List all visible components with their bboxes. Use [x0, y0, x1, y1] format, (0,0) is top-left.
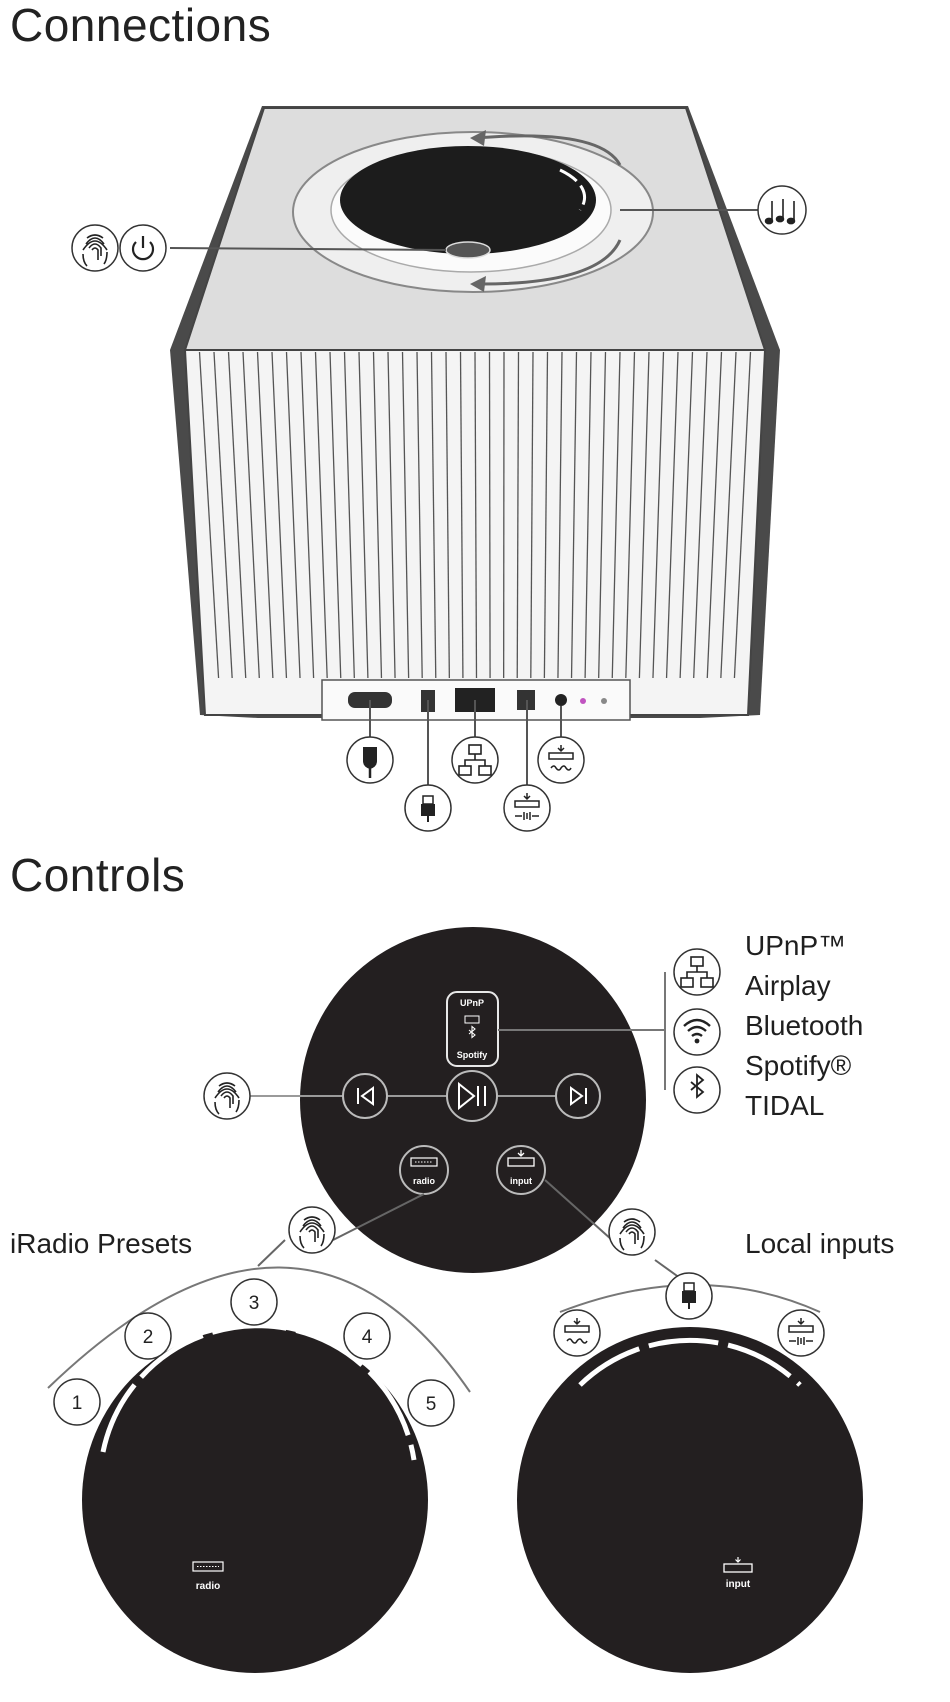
preset-2-label: 2	[143, 1327, 154, 1348]
source-spotify-text: Spotify	[457, 1050, 488, 1060]
local-analog-button[interactable]	[553, 1309, 601, 1357]
bluetooth-source-icon	[673, 1066, 721, 1114]
input-button-label: input	[510, 1176, 532, 1186]
speaker-illustration	[170, 106, 780, 721]
preset-3-button[interactable]: 3	[230, 1278, 278, 1326]
radio-button[interactable]: radio	[399, 1145, 449, 1195]
radio-dial-label: radio	[196, 1581, 220, 1592]
source-upnp-text: UPnP	[460, 998, 484, 1008]
network-source-icon	[673, 948, 721, 996]
controls-heading: Controls	[10, 849, 186, 901]
network-icon	[451, 736, 499, 784]
airplay-icon	[464, 1015, 480, 1024]
preset-5-button[interactable]: 5	[407, 1379, 455, 1427]
preset-4-button[interactable]: 4	[343, 1312, 391, 1360]
preset-1-label: 1	[72, 1393, 83, 1414]
play-pause-button[interactable]	[446, 1070, 498, 1122]
radio-fingerprint-icon	[288, 1206, 336, 1254]
bluetooth-icon	[468, 1025, 476, 1039]
radio-button-label: radio	[413, 1176, 436, 1186]
service-spotify: Spotify®	[745, 1050, 852, 1081]
preset-1-button[interactable]: 1	[53, 1378, 101, 1426]
service-bluetooth: Bluetooth	[745, 1010, 864, 1041]
input-dial: input	[517, 1327, 863, 1673]
next-button[interactable]	[555, 1073, 601, 1119]
optical-input-icon	[503, 784, 551, 832]
radio-dial: radio	[82, 1323, 428, 1673]
service-tidal: TIDAL	[745, 1090, 825, 1121]
analog-input-icon	[537, 736, 585, 784]
service-airplay: Airplay	[745, 970, 831, 1001]
local-optical-button[interactable]	[777, 1309, 825, 1357]
iradio-presets-label: iRadio Presets	[10, 1228, 193, 1259]
transport-fingerprint-icon	[203, 1072, 251, 1120]
local-usb-button[interactable]	[665, 1272, 713, 1320]
previous-button[interactable]	[342, 1073, 388, 1119]
preset-3-label: 3	[249, 1293, 260, 1314]
power-icon	[119, 224, 167, 272]
usb-icon	[404, 784, 452, 832]
service-upnp: UPnP™	[745, 930, 847, 961]
preset-4-label: 4	[362, 1327, 373, 1348]
fingerprint-icon	[71, 224, 119, 272]
input-button[interactable]: input	[496, 1145, 546, 1195]
preset-2-button[interactable]: 2	[124, 1312, 172, 1360]
preset-5-label: 5	[426, 1394, 437, 1415]
wifi-icon	[673, 1008, 721, 1056]
connections-heading: Connections	[10, 0, 272, 51]
local-inputs-label: Local inputs	[745, 1228, 895, 1259]
input-fingerprint-icon	[608, 1208, 656, 1256]
music-notes-icon	[757, 185, 807, 235]
input-dial-label: input	[726, 1579, 751, 1590]
power-cable-icon	[346, 736, 394, 784]
